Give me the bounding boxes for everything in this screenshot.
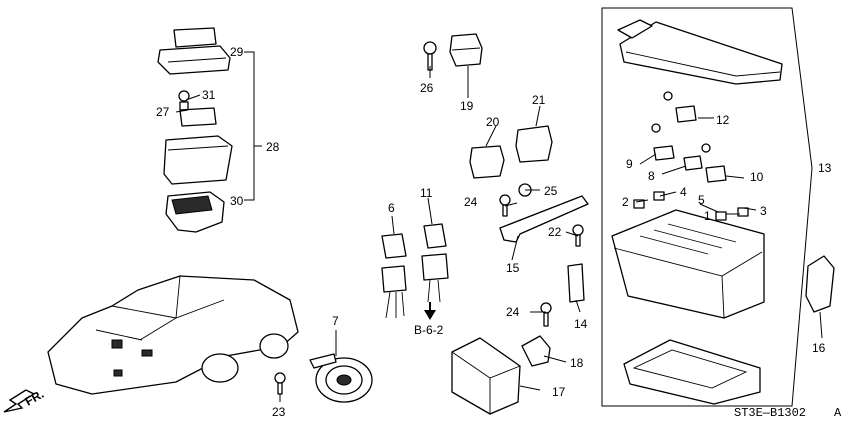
callout-21: 21 — [532, 93, 546, 107]
relay-socket-31 — [178, 90, 190, 111]
bolt-22 — [572, 224, 584, 247]
relay-21 — [515, 125, 553, 163]
callout-24-lower: 24 — [506, 305, 520, 319]
callout-3: 3 — [760, 204, 767, 218]
callout-12: 12 — [716, 113, 730, 127]
small-relays — [651, 91, 727, 183]
relay-clip-27 — [179, 107, 217, 127]
reference-label: B-6-2 — [414, 323, 444, 337]
callout-13: 13 — [818, 161, 832, 175]
callout-2: 2 — [622, 195, 629, 209]
car-outline — [47, 275, 299, 395]
cover-16 — [805, 255, 835, 313]
callout-18: 18 — [570, 356, 584, 370]
callout-4: 4 — [680, 185, 687, 199]
bolt-23 — [274, 372, 286, 395]
callout-23: 23 — [272, 405, 286, 419]
callout-27: 27 — [156, 105, 170, 119]
callout-30: 30 — [230, 194, 244, 208]
callout-11: 11 — [420, 186, 433, 200]
fuse-box-body — [611, 209, 765, 319]
relay-box-28 — [163, 135, 233, 185]
bolt-24-upper — [499, 194, 511, 217]
bolt-26 — [423, 41, 437, 71]
callout-22: 22 — [548, 225, 562, 239]
fuse-11 — [421, 223, 449, 303]
callout-6: 6 — [388, 201, 395, 215]
callout-26: 26 — [420, 81, 434, 95]
diagram-suffix: A — [834, 406, 842, 420]
callout-9: 9 — [626, 157, 633, 171]
fuse-box-cover — [617, 19, 783, 85]
mini-fuses — [633, 191, 749, 221]
horn-7 — [309, 353, 373, 403]
relay-20 — [469, 145, 505, 179]
fuse-6 — [381, 233, 407, 319]
clip-18 — [521, 335, 551, 367]
callout-10: 10 — [750, 170, 764, 184]
relay-cover-29 — [157, 27, 231, 75]
callout-8: 8 — [648, 169, 655, 183]
callout-28: 28 — [266, 140, 280, 154]
callout-17: 17 — [552, 385, 566, 399]
callout-31: 31 — [202, 88, 216, 102]
callout-5: 5 — [698, 193, 705, 207]
callout-25: 25 — [544, 184, 558, 198]
front-arrow — [3, 389, 36, 413]
callout-14: 14 — [574, 317, 588, 331]
bolt-24-lower — [540, 302, 552, 327]
callout-19: 19 — [460, 99, 474, 113]
callout-7: 7 — [332, 314, 339, 328]
callout-16: 16 — [812, 341, 826, 355]
bracket-15 — [499, 195, 589, 243]
relay-19 — [449, 33, 483, 67]
control-unit-17 — [451, 337, 521, 415]
relay-base-30 — [165, 191, 225, 233]
callout-20: 20 — [486, 115, 500, 129]
callout-1: 1 — [704, 209, 711, 223]
diagram-code: ST3E—B1302 — [734, 406, 806, 420]
callout-24-upper: 24 — [464, 195, 478, 209]
fuse-box-tray — [623, 339, 761, 405]
callout-29: 29 — [230, 45, 244, 59]
reference-arrow — [424, 302, 436, 320]
bracket-14 — [567, 263, 585, 303]
callout-15: 15 — [506, 261, 520, 275]
